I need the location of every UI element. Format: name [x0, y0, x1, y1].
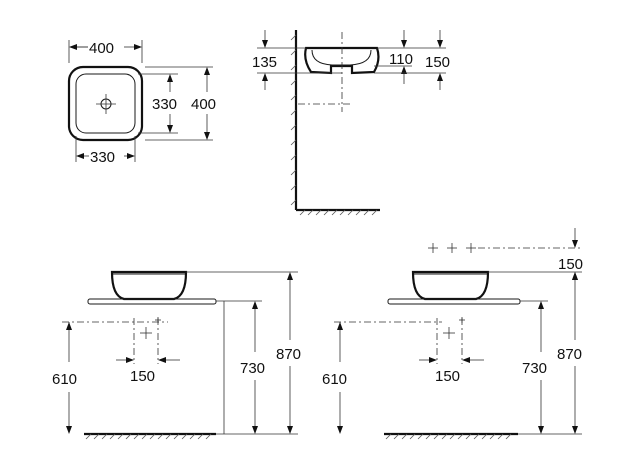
front-view-right: 150 610 730 870 150	[322, 228, 583, 440]
basin-section	[304, 46, 380, 75]
basin-front-left	[110, 270, 188, 301]
dim-side-rim-to-outlet: 135	[252, 54, 277, 71]
countertop-right	[387, 298, 521, 305]
dim-right-waste-spacing: 150	[435, 368, 460, 385]
dim-top-inner-width: 330	[90, 149, 115, 166]
floor-hatch-left	[85, 433, 212, 440]
dim-top-outer-depth: 400	[191, 96, 216, 113]
top-view: 400 330 330 400	[67, 40, 216, 166]
dim-left-waste-spacing: 150	[130, 368, 155, 385]
dim-right-floor-to-counter: 730	[522, 360, 547, 377]
wall-hatch	[290, 34, 297, 206]
dim-side-outer-height: 150	[425, 54, 450, 71]
floor-hatch-right	[385, 433, 512, 440]
dim-side-inner-height: 110	[389, 51, 413, 68]
dim-right-tap-above-rim: 150	[558, 256, 583, 273]
basin-front-right	[411, 270, 490, 301]
dim-right-floor-to-rim: 870	[557, 346, 582, 363]
dim-top-outer-width: 400	[89, 40, 114, 57]
dim-left-floor-to-rim: 870	[276, 346, 301, 363]
dim-top-inner-depth: 330	[152, 96, 177, 113]
tap-symbol-icon-right	[459, 317, 465, 323]
front-view-left: 150 610 730 870	[52, 270, 301, 440]
dim-right-floor-to-waste: 610	[322, 371, 347, 388]
dim-left-floor-to-counter: 730	[240, 360, 265, 377]
side-view: 135 110 150	[252, 30, 450, 216]
basin-inner-outline	[75, 73, 136, 134]
tap-symbol-icon	[155, 317, 161, 323]
wall-tap-icons	[428, 243, 476, 253]
waste-outlet-icon-right	[443, 327, 455, 339]
floor-hatch	[299, 209, 378, 216]
countertop-left	[87, 298, 217, 305]
dim-left-floor-to-waste: 610	[52, 371, 77, 388]
basin-outer-outline	[67, 65, 144, 142]
waste-outlet-icon	[140, 327, 152, 339]
drain-icon	[96, 94, 116, 114]
